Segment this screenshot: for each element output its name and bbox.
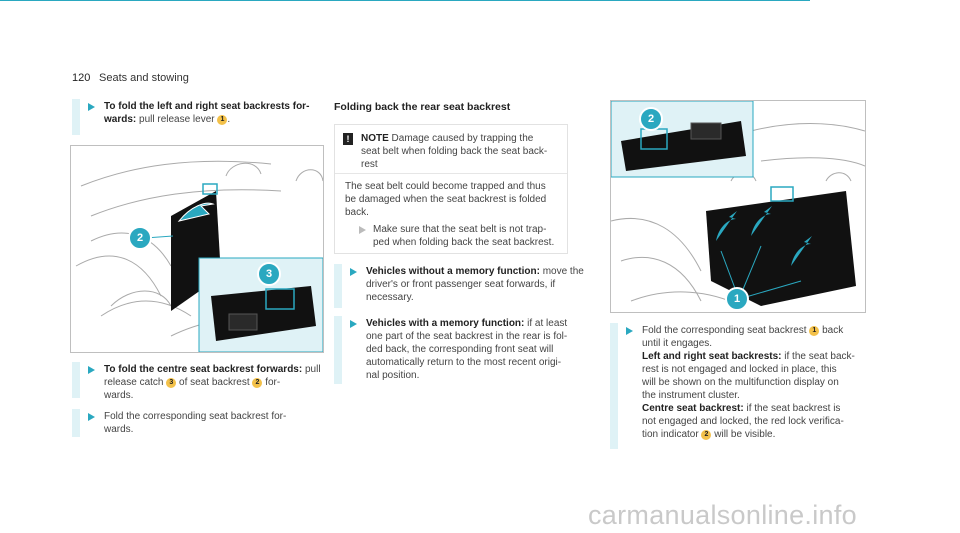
header-rule xyxy=(0,0,810,1)
callout-badge: 1 xyxy=(217,115,228,125)
step-fold-backrest: Fold the corresponding seat backrest for… xyxy=(104,411,287,435)
page-number: 120 xyxy=(72,72,91,84)
illustration-rear-seat-right: 2 1 xyxy=(610,100,866,313)
step-arrow-icon xyxy=(88,413,95,421)
warning-icon: ! xyxy=(343,133,353,145)
callout-badge: 3 xyxy=(166,378,177,388)
step-bar xyxy=(72,99,80,135)
callout-2-icon: 2 xyxy=(639,107,663,131)
step-fold-back: Fold the corresponding seat backrest 1 b… xyxy=(642,325,855,440)
step-without-memory: Vehicles without a memory function: move… xyxy=(366,266,584,303)
note-step: Make sure that the seat belt is not trap… xyxy=(373,224,555,248)
step-bar xyxy=(334,316,342,384)
section-heading: Folding back the rear seat backrest xyxy=(334,101,511,113)
step-with-memory: Vehicles with a memory function: if at l… xyxy=(366,318,568,381)
step-arrow-icon xyxy=(359,226,366,234)
callout-1-icon: 1 xyxy=(725,287,749,311)
step-bar xyxy=(72,409,80,437)
callout-badge: 2 xyxy=(701,430,712,440)
callout-badge: 1 xyxy=(809,326,820,336)
step-fold-centre: To fold the centre seat backrest forward… xyxy=(104,364,321,401)
step-arrow-icon xyxy=(350,320,357,328)
step-arrow-icon xyxy=(88,366,95,374)
note-divider xyxy=(335,173,567,174)
step-arrow-icon xyxy=(88,103,95,111)
step-arrow-icon xyxy=(626,327,633,335)
callout-2-icon: 2 xyxy=(128,226,152,250)
step-bar xyxy=(610,323,618,449)
watermark: carmanualsonline.info xyxy=(588,500,857,530)
step-bar xyxy=(72,362,80,398)
step-bar xyxy=(334,264,342,308)
callout-3-icon: 3 xyxy=(257,262,281,286)
step-arrow-icon xyxy=(350,268,357,276)
step-fold-left-right: To fold the left and right seat backrest… xyxy=(104,101,310,125)
note-header: NOTE Damage caused by trapping the seat … xyxy=(361,133,548,170)
note-body: The seat belt could become trapped and t… xyxy=(345,181,547,218)
section-title: Seats and stowing xyxy=(99,72,189,84)
illustration-rear-seat-left: 2 3 xyxy=(70,145,324,353)
note-box: ! NOTE Damage caused by trapping the sea… xyxy=(334,124,568,254)
callout-badge: 2 xyxy=(252,378,263,388)
